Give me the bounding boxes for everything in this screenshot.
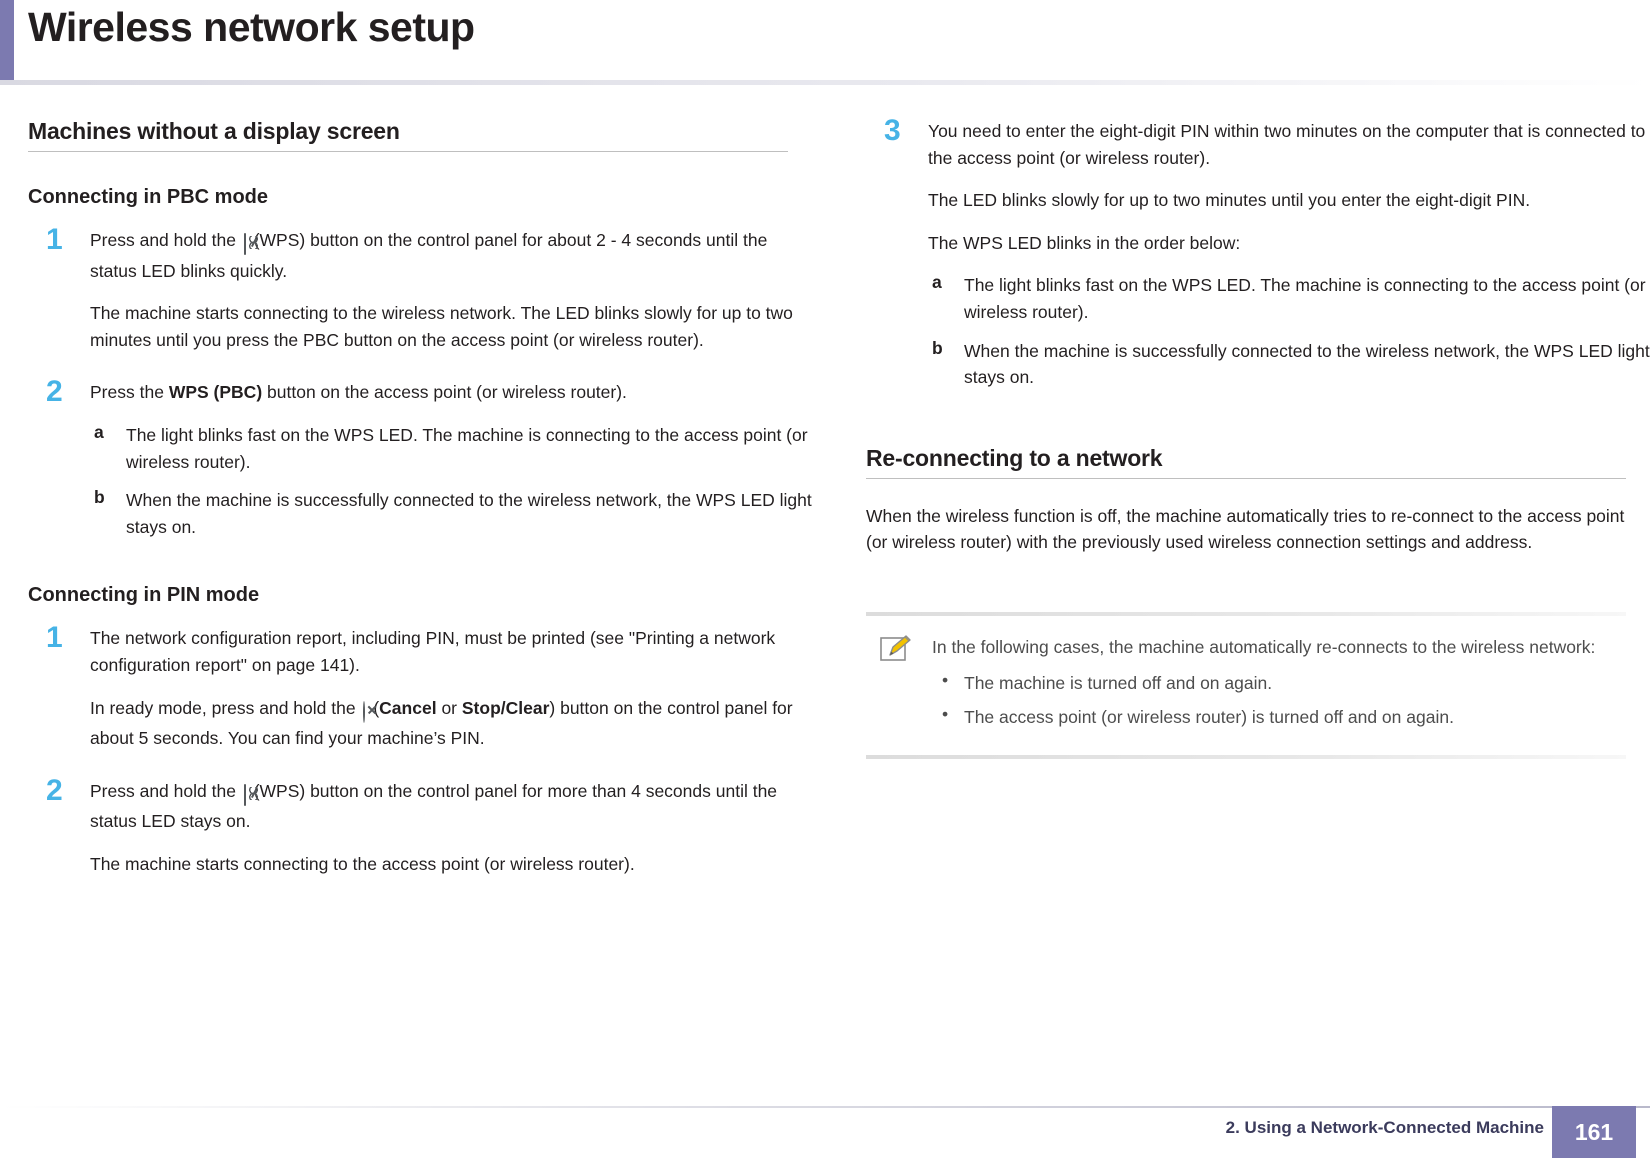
note-box: In the following cases, the machine auto… [866,611,1626,759]
step-text-bold: WPS (PBC) [168,382,263,403]
step-text-part: Press and hold the [90,230,236,250]
substep-b: b When the machine is successfully conne… [928,338,1650,391]
substep-text: When the machine is successfully connect… [964,340,1650,388]
step-text: The WPS LED blinks in the order below: [928,232,1241,253]
step-number: 2 [46,375,63,409]
wps-button-icon [243,231,246,258]
step-text: Press the WPS (PBC) button on the access… [90,379,818,406]
substep-letter: b [94,487,105,508]
step-text-part: Press and hold the [90,780,236,801]
step-text: The network configuration report, includ… [90,628,776,675]
substep-letter: b [932,337,943,358]
subsection-heading-pbc: Connecting in PBC mode [28,186,268,208]
step-text-part: Press the [90,382,164,403]
note-bullet-text: The access point (or wireless router) is… [964,707,1454,728]
page-title: Wireless network setup [28,4,475,50]
note-body: In the following cases, the machine auto… [866,616,1626,755]
step-text: Press and hold the (WPS) button on the c… [90,778,818,835]
step-text-part: or [441,697,457,718]
wps-button-icon [243,782,246,809]
substep-a: a The light blinks fast on the WPS LED. … [928,272,1650,325]
section-heading: Machines without a display screen [28,118,400,144]
note-intro: In the following cases, the machine auto… [932,636,1596,657]
pencil-note-icon [880,634,914,664]
note-bullet-1: • The machine is turned off and on again… [932,670,1626,696]
step-pbc-2: 2 Press the WPS (PBC) button on the acce… [28,375,818,540]
right-column: 3 You need to enter the eight-digit PIN … [866,114,1650,759]
step-number: 3 [884,114,901,147]
substep-letter: a [94,421,104,442]
footer-chapter: 2. Using a Network-Connected Machine [1225,1118,1544,1137]
substep-text: The light blinks fast on the WPS LED. Th… [964,275,1646,322]
note-top-divider [866,611,1626,616]
step-number: 2 [46,773,63,807]
title-divider [0,80,1650,85]
step-text-bold: Cancel [379,697,437,718]
subsection-heading-pin: Connecting in PIN mode [28,584,260,607]
step-text-part: (WPS) button on the control panel for mo… [90,780,778,832]
step-text-part: ) button on the control panel for about … [90,697,793,749]
step-pin-2: 2 Press and hold the (WPS) button on the… [28,774,818,878]
step-text-part: ( [373,697,380,718]
substep-letter: a [932,272,942,293]
section-divider [28,151,788,152]
step-text-part: button on the access point (or wireless … [267,382,627,403]
note-bullet-2: • The access point (or wireless router) … [932,704,1626,730]
note-bottom-divider [866,754,1626,759]
step-text: The machine starts connecting to the acc… [90,853,635,874]
footer-page-number: 161 [1552,1106,1636,1158]
footer-divider [0,1106,1650,1108]
substep-text: The light blinks fast on the WPS LED. Th… [126,424,808,472]
step-pin-1: 1 The network configuration report, incl… [28,621,818,752]
step-text: The machine starts connecting to the wir… [90,303,793,350]
step-text: The LED blinks slowly for up to two minu… [928,190,1531,211]
step-text-part: (WPS) button on the control panel for ab… [90,230,768,281]
step-pbc-1: 1 Press and hold the (WPS) button on the… [28,223,818,353]
note-bullet-text: The machine is turned off and on again. [964,673,1273,694]
section-heading-reconnect: Re-connecting to a network [866,444,1163,471]
substep-text: When the machine is successfully connect… [126,490,812,537]
step-text: Press and hold the (WPS) button on the c… [90,227,818,284]
reconnect-paragraph: When the wireless function is off, the m… [866,505,1625,553]
substep-a: a The light blinks fast on the WPS LED. … [90,422,818,475]
step-text-part: In ready mode, press and hold the [90,697,356,718]
step-number: 1 [46,223,63,256]
step-pin-3: 3 You need to enter the eight-digit PIN … [866,114,1650,391]
bullet-marker: • [942,670,949,691]
accent-bar [0,0,14,80]
cancel-button-icon [363,699,366,726]
step-number: 1 [46,621,63,655]
section-divider [866,477,1626,479]
bullet-marker: • [942,704,949,725]
step-text: In ready mode, press and hold the (Cance… [90,695,818,752]
step-text-bold: Stop/Clear [461,697,550,718]
page-footer: 2. Using a Network-Connected Machine 161 [0,1106,1650,1158]
step-text: You need to enter the eight-digit PIN wi… [928,121,1646,168]
substep-b: b When the machine is successfully conne… [90,487,818,540]
left-column: Machines without a display screen Connec… [28,118,818,904]
